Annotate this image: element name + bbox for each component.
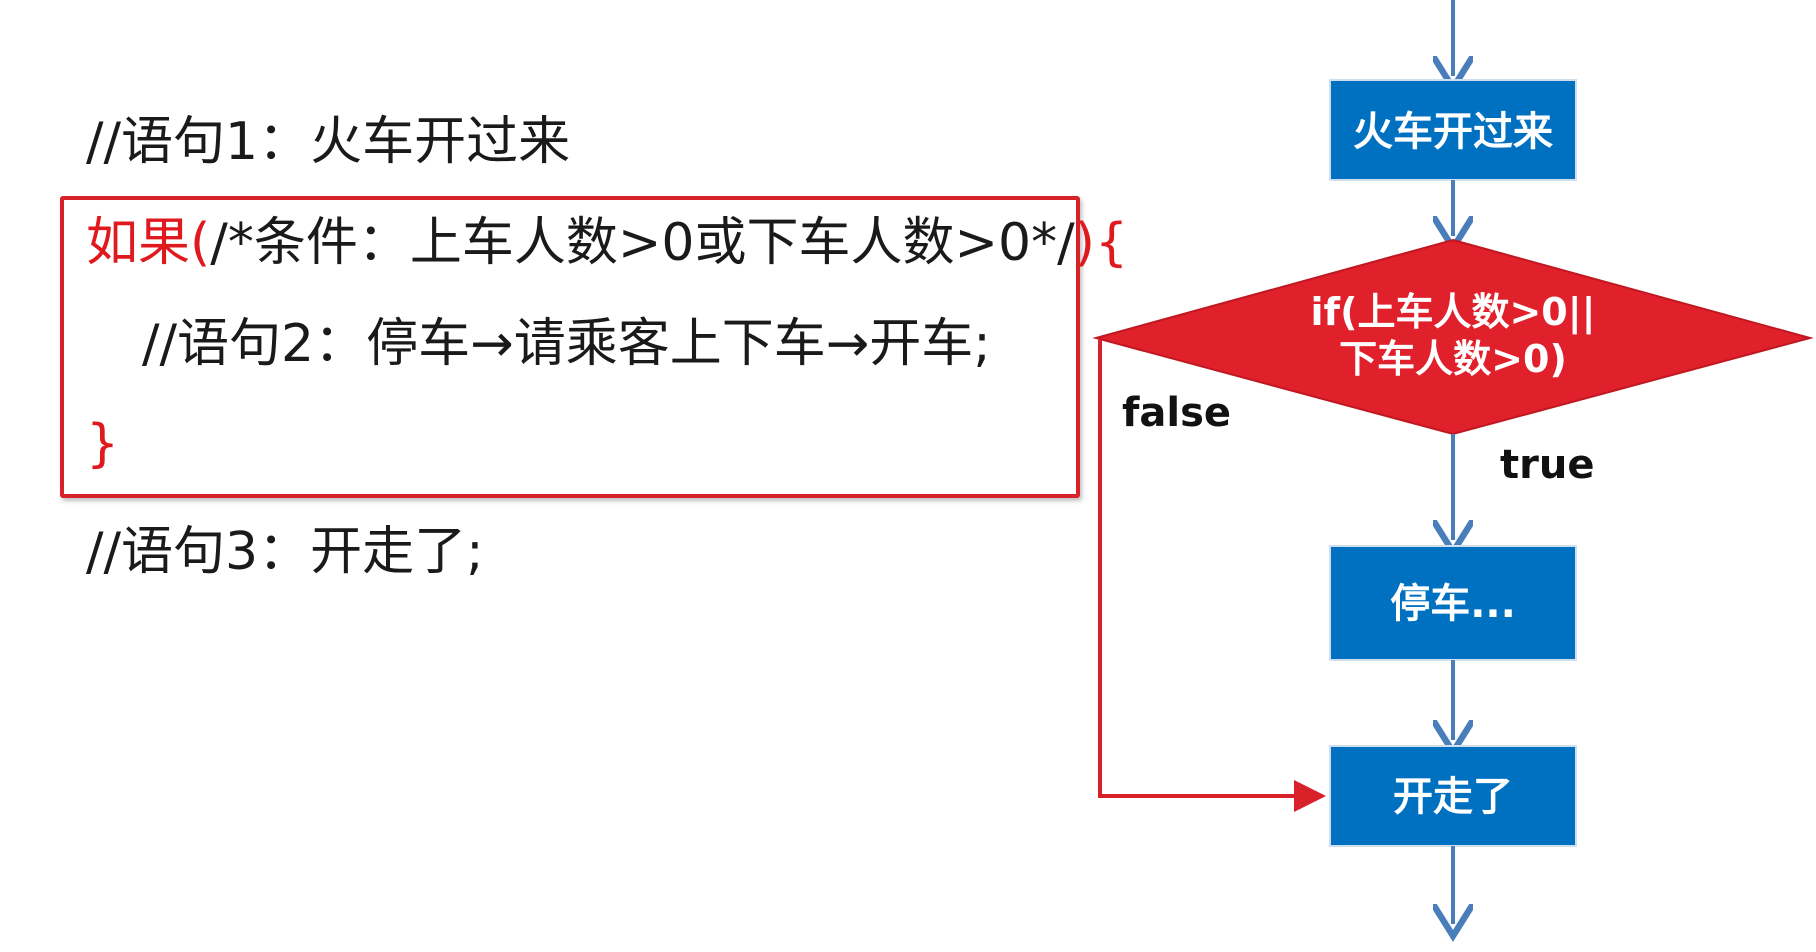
code-statement-1: //语句1：火车开过来	[86, 112, 571, 172]
process-train-arrives	[1329, 79, 1577, 181]
process-stop	[1329, 545, 1577, 661]
if-block-open: ){	[1074, 213, 1129, 273]
code-if-line: 如果(/*条件：上车人数>0或下车人数>0*/){	[86, 217, 1128, 269]
if-keyword: 如果(	[86, 213, 211, 273]
process-stop-label: 停车...	[1390, 581, 1516, 627]
decision-label-line1: if(上车人数>0||	[1311, 290, 1596, 335]
process-train-arrives-label: 火车开过来	[1353, 109, 1553, 155]
if-condition-comment: /*条件：上车人数>0或下车人数>0*/	[210, 213, 1075, 273]
label-false: false	[1122, 390, 1231, 436]
code-statement-3: //语句3：开走了;	[86, 522, 484, 582]
decision-label-line2: 下车人数>0)	[1339, 337, 1567, 381]
process-leave	[1329, 745, 1577, 847]
process-leave-label: 开走了	[1393, 774, 1513, 820]
label-true: true	[1500, 442, 1594, 488]
arrow-false-branch	[1098, 340, 1326, 812]
if-block-highlight	[60, 196, 1080, 498]
if-block-close: }	[86, 414, 120, 474]
code-statement-2: //语句2：停车→请乘客上下车→开车;	[142, 314, 991, 374]
